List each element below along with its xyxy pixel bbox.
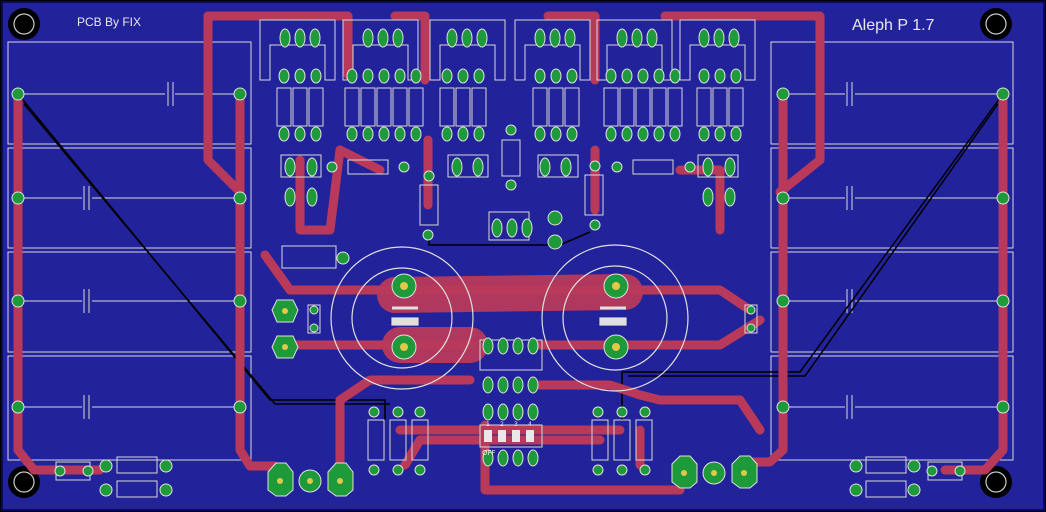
dip-switch-position-2: 2 [500,421,504,428]
resistor-pad [410,68,422,84]
film-caps-right [770,41,1014,461]
resistor-pad [550,126,562,142]
resistor-pad [698,68,710,84]
resistor-pad [346,68,358,84]
dip-switch-off-label: OFF [482,449,496,457]
resistor-pad [637,126,649,142]
resistor-pad [378,126,390,142]
dip-switch-position-3: 3 [514,421,518,428]
resistor-pad [637,68,649,84]
dip-switch-pads [482,337,539,467]
to220-transistors [259,19,756,81]
resistor-row-pads [278,68,742,142]
resistor-pad [653,126,665,142]
resistor-pad [730,126,742,142]
credit-label: PCB By FIX [77,15,141,29]
resistor-pad [362,68,374,84]
resistor-pad [346,126,358,142]
resistor-pad [714,68,726,84]
resistor-pad [653,68,665,84]
through-hole-pads [11,87,1010,497]
resistor-pad [294,126,306,142]
resistor-pad [605,68,617,84]
resistor-pad [669,68,681,84]
board-title: Aleph P 1.7 [852,17,935,34]
resistor-pad [378,68,390,84]
film-caps-left [7,41,252,461]
resistor-pad [441,68,453,84]
output-terminals [671,455,758,489]
resistor-pad [278,68,290,84]
resistor-pad [457,68,469,84]
resistor-pad [278,126,290,142]
resistor-pad [566,68,578,84]
power-pads [271,273,629,360]
resistor-pad [310,68,322,84]
dip-switch-position-4: 4 [528,421,532,428]
electrolytic-caps [330,244,689,392]
resistor-pad [605,126,617,142]
resistor-pad [394,68,406,84]
resistor-pad [362,126,374,142]
resistor-pad [457,126,469,142]
mounting-holes [8,8,1012,498]
resistor-pad [441,126,453,142]
resistor-pad [534,126,546,142]
resistor-pad [394,126,406,142]
resistor-pad [566,126,578,142]
dip-switch [479,339,543,448]
resistor-pad [294,68,306,84]
resistor-pad [621,126,633,142]
resistor-pad [310,126,322,142]
resistor-pad [534,68,546,84]
resistor-pad [730,68,742,84]
jumper-wires [17,93,1004,420]
copper-traces [13,11,1008,495]
resistor-pad [473,126,485,142]
resistor-array [55,87,963,498]
resistor-pad [714,126,726,142]
resistor-pad [621,68,633,84]
resistor-pad [669,126,681,142]
dip-switch-position-1: 1 [486,421,490,428]
resistor-pad [410,126,422,142]
resistor-pad [550,68,562,84]
transistor-leg-pads [279,28,740,238]
resistor-pad [473,68,485,84]
resistor-pad [698,126,710,142]
input-terminals [267,462,354,497]
